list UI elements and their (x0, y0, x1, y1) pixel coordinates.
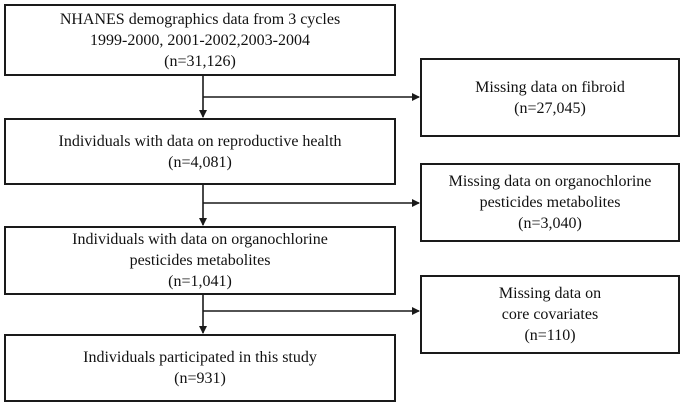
box-line: pesticides metabolites (129, 252, 271, 269)
box-line: (n=110) (524, 327, 576, 344)
box-line: (n=3,040) (518, 215, 582, 232)
box-line: (n=31,126) (164, 52, 236, 70)
box-organochlorine-data: Individuals with data on organochlorine … (4, 226, 396, 295)
box-line: (n=27,045) (514, 99, 586, 117)
box-nhanes-demographics: NHANES demographics data from 3 cycles 1… (4, 4, 396, 76)
box-missing-organochlorine: Missing data on organochlorine pesticide… (420, 163, 680, 242)
box-line: NHANES demographics data from 3 cycles (59, 10, 341, 28)
box-study-participants: Individuals participated in this study (… (4, 334, 396, 402)
box-line: Missing data on organochlorine (448, 173, 652, 190)
box-reproductive-health: Individuals with data on reproductive he… (4, 118, 396, 185)
box-line: (n=931) (174, 370, 226, 387)
box-line: (n=4,081) (168, 153, 232, 171)
box-line: Missing data on fibroid (475, 78, 625, 96)
box-line: Individuals with data on organochlorine (72, 231, 328, 248)
box-line: (n=1,041) (168, 273, 232, 290)
box-line: 1999-2000, 2001-2002,2003-2004 (90, 31, 310, 49)
box-missing-fibroid: Missing data on fibroid (n=27,045) (420, 58, 680, 137)
box-line: core covariates (501, 306, 599, 323)
box-line: Individuals with data on reproductive he… (58, 132, 342, 150)
box-line: Missing data on (498, 285, 602, 302)
box-line: Individuals participated in this study (83, 349, 317, 366)
box-missing-covariates: Missing data on core covariates (n=110) (420, 275, 680, 354)
box-line: pesticides metabolites (479, 194, 621, 211)
